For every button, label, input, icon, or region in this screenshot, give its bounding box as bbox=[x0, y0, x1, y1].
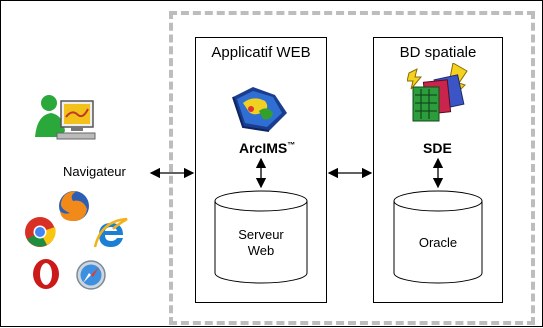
sde-layers-icon bbox=[406, 62, 471, 138]
app-web-title: Applicatif WEB bbox=[211, 44, 311, 61]
oracle-label: Oracle bbox=[418, 235, 458, 250]
server-web-cylinder bbox=[214, 190, 308, 284]
sde-label: SDE bbox=[423, 140, 452, 156]
firefox-icon bbox=[57, 189, 91, 228]
internet-explorer-icon bbox=[93, 217, 129, 256]
oracle-cylinder bbox=[393, 190, 483, 284]
arcims-map-icon bbox=[229, 83, 291, 140]
navigator-label: Navigateur bbox=[63, 164, 126, 179]
bd-spatiale-title: BD spatiale bbox=[399, 44, 477, 61]
opera-icon bbox=[31, 257, 61, 296]
safari-icon bbox=[75, 259, 107, 296]
chrome-icon bbox=[23, 215, 57, 254]
arcims-label: ArcIMS™ bbox=[239, 140, 296, 156]
user-at-computer-icon bbox=[33, 93, 97, 150]
